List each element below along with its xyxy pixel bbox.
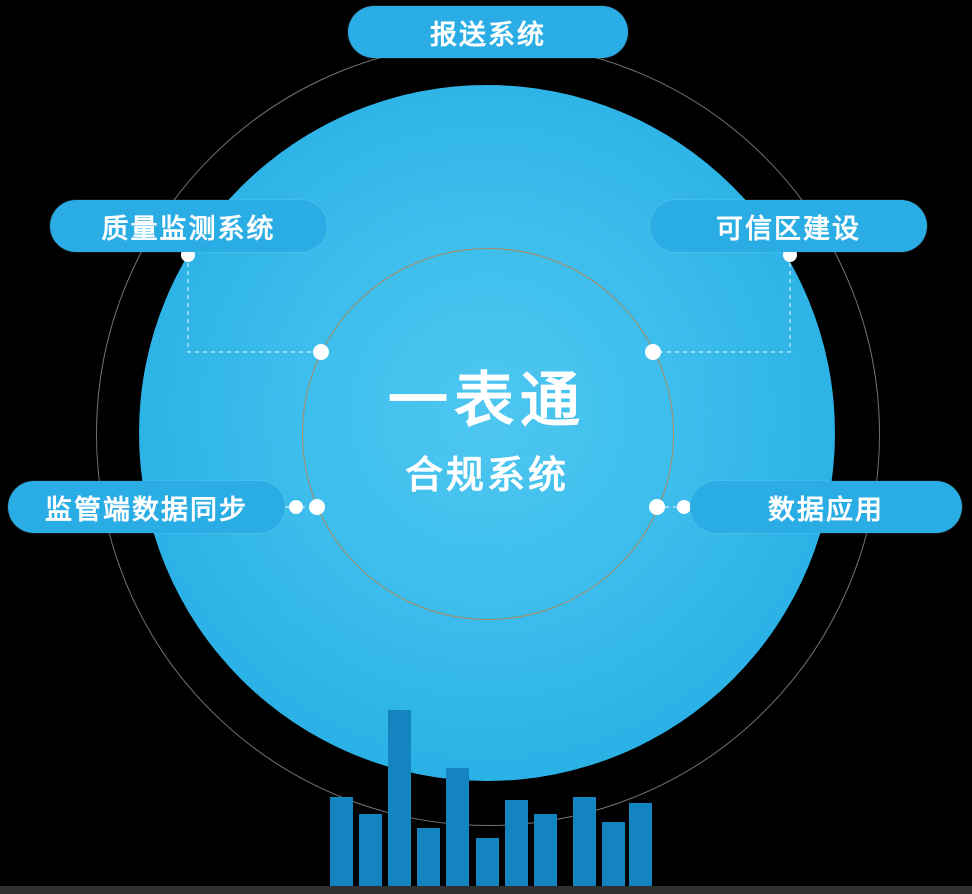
decor-bar-chart <box>0 686 972 886</box>
decor-bar <box>534 814 557 886</box>
decor-bar <box>629 803 652 886</box>
bottom-strip <box>0 886 972 894</box>
decor-bar <box>505 800 528 886</box>
decor-bar <box>602 822 625 886</box>
node-label: 监管端数据同步 <box>45 494 248 526</box>
decor-bar <box>330 797 353 886</box>
node-pill-trusted-zone-construction: 可信区建设 <box>650 200 927 252</box>
node-pill-regulator-data-sync: 监管端数据同步 <box>8 481 285 533</box>
node-label: 报送系统 <box>430 19 546 51</box>
node-label: 可信区建设 <box>716 213 861 245</box>
decor-bar <box>476 838 499 886</box>
decor-bar <box>573 797 596 886</box>
node-label: 数据应用 <box>768 494 884 526</box>
node-pill-data-application: 数据应用 <box>690 481 962 533</box>
decor-bar <box>359 814 382 886</box>
decor-bar <box>417 828 440 886</box>
center-title: 一表通 <box>388 366 586 436</box>
node-pill-quality-monitoring-system: 质量监测系统 <box>50 200 327 252</box>
center-text-block: 一表通 合规系统 <box>287 368 687 499</box>
inner-ring-circle <box>302 248 674 620</box>
node-pill-reporting-system: 报送系统 <box>348 6 628 58</box>
center-subtitle: 合规系统 <box>404 453 569 497</box>
decor-bar <box>388 710 411 886</box>
decor-bar <box>446 768 469 886</box>
node-label: 质量监测系统 <box>101 213 276 245</box>
